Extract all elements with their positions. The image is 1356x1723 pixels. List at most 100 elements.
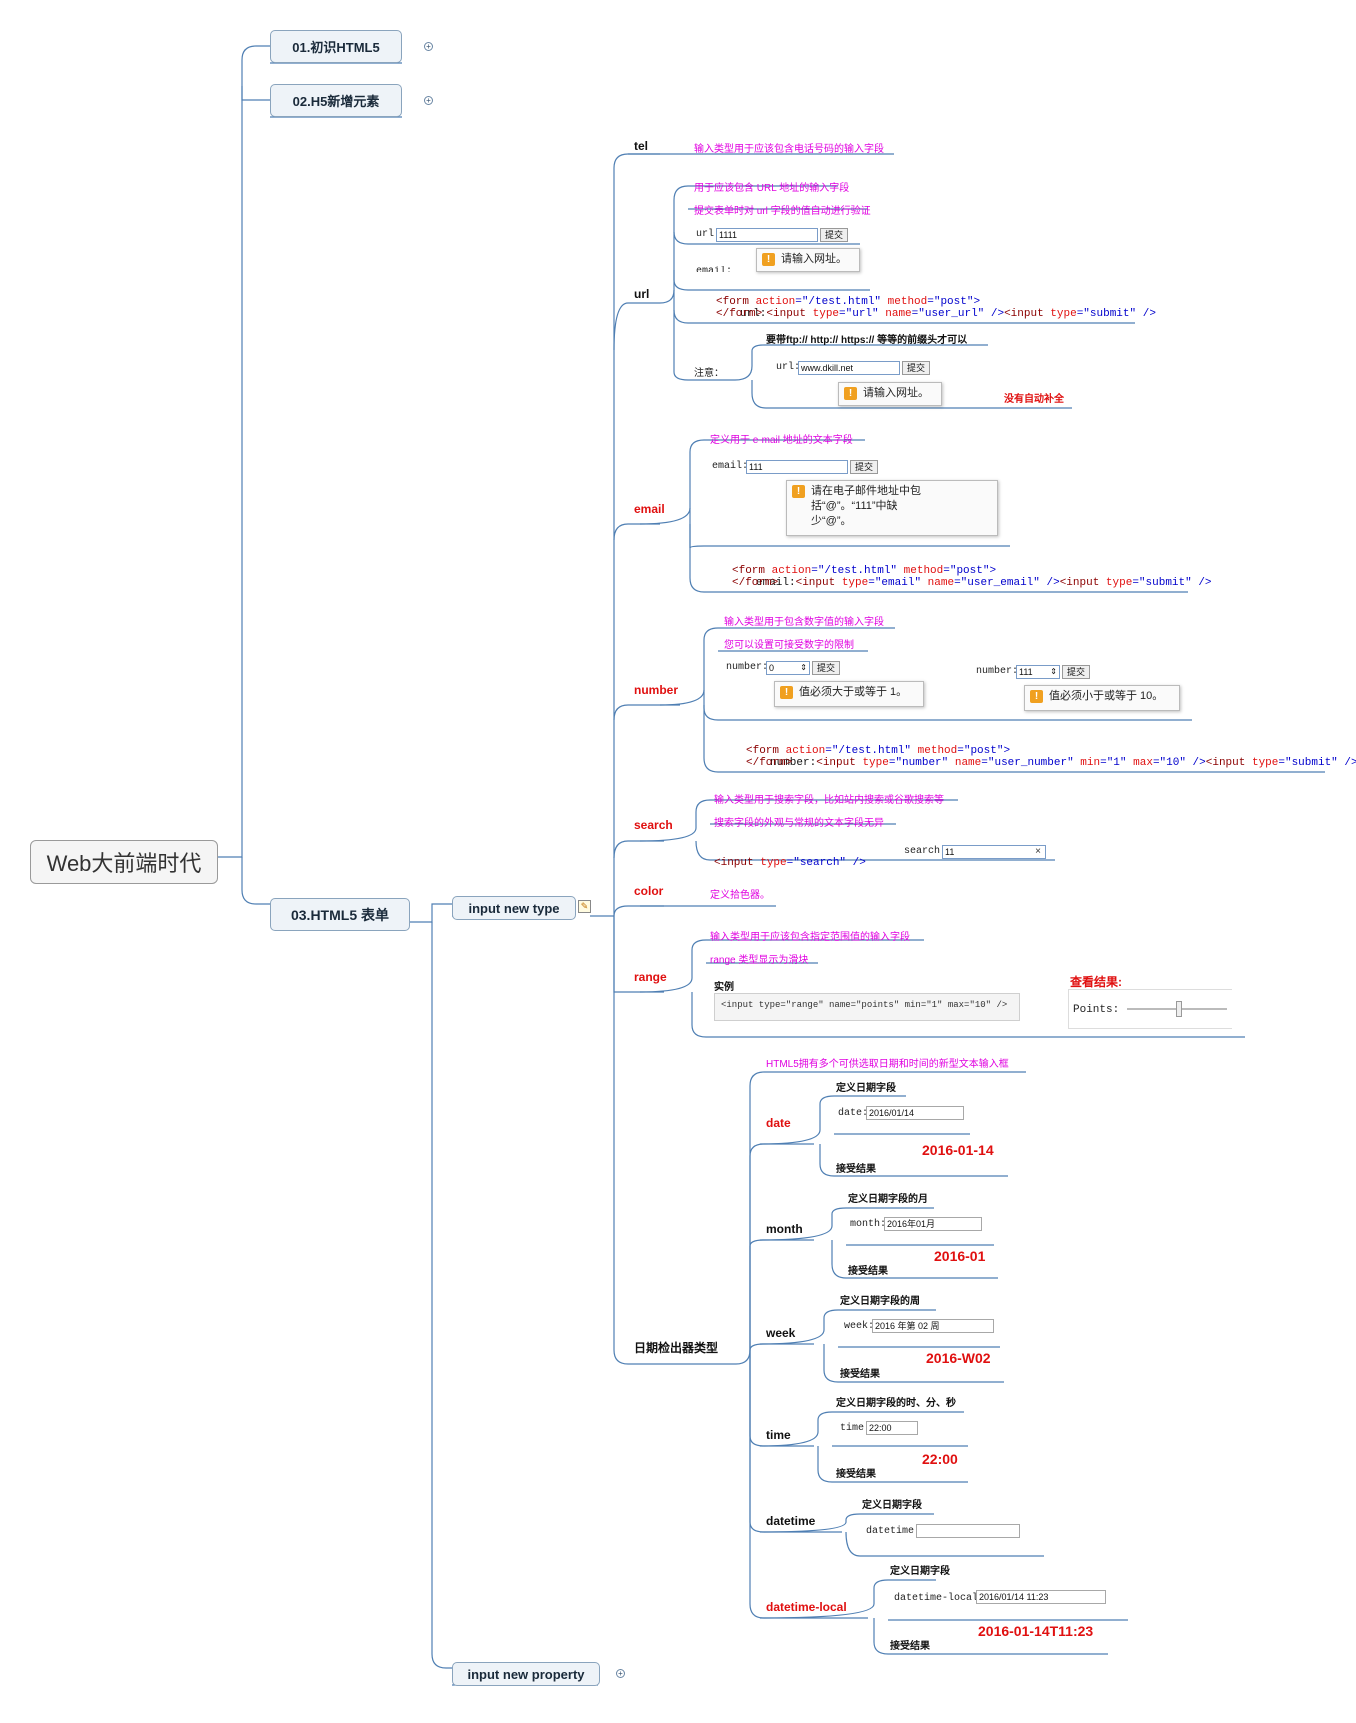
topic-input-new-type[interactable]: input new type — [452, 896, 576, 920]
topic-input-new-property[interactable]: input new property — [452, 1662, 600, 1686]
expand-icon[interactable]: + — [424, 42, 433, 51]
date-demo-label: date: — [838, 1108, 869, 1119]
code-token: method — [903, 565, 944, 577]
topic-h5-new-elements[interactable]: 02.H5新增元素 — [270, 84, 402, 117]
url-submit-button[interactable]: 提交 — [820, 228, 848, 242]
email-demo-input[interactable]: 111 — [746, 460, 848, 474]
code-token: ="submit" /> — [1278, 757, 1356, 769]
url-note-demo-input[interactable]: www.dkill.net — [798, 361, 900, 375]
warning-icon: ! — [844, 387, 857, 400]
dtype-label-week[interactable]: week — [766, 1326, 796, 1340]
number-demo1-input[interactable]: 0 ⇕ — [766, 661, 810, 675]
code-token: action — [771, 565, 812, 577]
number-code-line2: number:<input type="number" name="user_n… — [770, 745, 1356, 769]
email-tooltip: ! 请在电子邮件地址中包 括“@”。“111”中缺 少“@”。 — [786, 480, 998, 536]
url-description: 用于应该包含 URL 地址的输入字段 — [694, 183, 850, 194]
dtype-label-datetime[interactable]: datetime — [766, 1514, 816, 1528]
code-token: name — [927, 577, 955, 589]
dtype-label-datetime-local[interactable]: datetime-local — [766, 1600, 847, 1614]
date-title: 定义日期字段 — [836, 1083, 896, 1094]
code-token: <input — [1004, 308, 1051, 320]
type-label-email[interactable]: email — [634, 502, 665, 516]
url-tooltip: ! 请输入网址。 — [756, 248, 860, 272]
week-demo-input[interactable]: 2016 年第 02 周 — [872, 1319, 994, 1333]
email-demo-label: email: — [712, 461, 749, 472]
code-token: type — [812, 308, 840, 320]
range-slider-thumb[interactable] — [1176, 1001, 1182, 1017]
datetime-title: 定义日期字段 — [862, 1500, 922, 1511]
week-demo-label: week: — [844, 1321, 875, 1332]
time-demo-input[interactable]: 22:00 — [866, 1421, 918, 1435]
type-label-datepicker[interactable]: 日期检出器类型 — [634, 1341, 719, 1355]
time-accept-label: 接受结果 — [836, 1469, 876, 1480]
warning-icon: ! — [1030, 690, 1043, 703]
type-label-range[interactable]: range — [634, 970, 667, 984]
code-token: <input — [766, 308, 813, 320]
month-result: 2016-01 — [934, 1248, 986, 1264]
dtype-label-month[interactable]: month — [766, 1222, 803, 1236]
number-description: 输入类型用于包含数字值的输入字段 — [724, 617, 884, 628]
number-demo2-label: number: — [976, 666, 1019, 677]
datetime-demo-input[interactable] — [916, 1524, 1020, 1538]
number-demo2-submit-button[interactable]: 提交 — [1062, 665, 1090, 679]
time-title: 定义日期字段的时、分、秒 — [836, 1398, 956, 1409]
code-token: <input — [714, 857, 761, 869]
month-demo-label: month: — [850, 1219, 887, 1230]
topic-intro-html5[interactable]: 01.初识HTML5 — [270, 30, 402, 63]
dtype-label-date[interactable]: date — [766, 1116, 791, 1130]
type-label-search[interactable]: search — [634, 818, 673, 832]
url-note-label[interactable]: 注意： — [694, 368, 724, 379]
type-label-tel[interactable]: tel — [634, 139, 649, 153]
datepicker-description: HTML5拥有多个可供选取日期和时间的新型文本输入框 — [766, 1059, 1009, 1070]
root-node[interactable]: Web大前端时代 — [30, 840, 218, 884]
clear-icon[interactable]: × — [1035, 846, 1041, 857]
range-code-box: <input type="range" name="points" min="1… — [714, 993, 1020, 1021]
range-result-title: 查看结果: — [1070, 975, 1122, 989]
url-tooltip-text: 请输入网址。 — [781, 253, 847, 265]
code-token: ="submit" /> — [1076, 308, 1156, 320]
spinner-icon[interactable]: ⇕ — [800, 663, 807, 672]
code-token: <input — [816, 757, 863, 769]
url-note-tooltip: ! 请输入网址。 — [838, 382, 942, 406]
number-demo1-tooltip-text: 值必须大于或等于 1。 — [799, 686, 908, 698]
type-label-url[interactable]: url — [634, 287, 650, 301]
email-submit-button[interactable]: 提交 — [850, 460, 878, 474]
url-note-no-autocomplete: 没有自动补全 — [1004, 394, 1064, 405]
number-demo1-tooltip: ! 值必须大于或等于 1。 — [774, 681, 924, 707]
expand-icon[interactable]: + — [424, 96, 433, 105]
dtype-label-time[interactable]: time — [766, 1428, 791, 1442]
month-demo-input[interactable]: 2016年01月 — [884, 1217, 982, 1231]
range-result-label: Points: — [1073, 1004, 1120, 1016]
code-token: type — [862, 757, 889, 769]
code-token: <input — [795, 577, 842, 589]
url-note-submit-button[interactable]: 提交 — [902, 361, 930, 375]
code-token: email: — [756, 577, 796, 589]
code-token: type — [760, 857, 787, 869]
date-result: 2016-01-14 — [922, 1142, 994, 1158]
date-demo-input[interactable]: 2016/01/14 — [866, 1106, 964, 1120]
datetime-local-demo-label: datetime-local: — [894, 1593, 985, 1604]
code-token: ="user_email" /> — [954, 577, 1060, 589]
topic-html5-forms[interactable]: 03.HTML5 表单 — [270, 898, 410, 931]
number-demo1-submit-button[interactable]: 提交 — [812, 661, 840, 675]
code-token: type — [1105, 577, 1133, 589]
email-tooltip-line: 括“@”。“111”中缺 — [811, 500, 898, 512]
url-note-tooltip-text: 请输入网址。 — [863, 387, 929, 399]
search-description: 输入类型用于搜索字段，比如站内搜索或谷歌搜索等 — [714, 795, 944, 806]
note-icon[interactable]: ✎ — [578, 900, 591, 913]
code-token: url: — [740, 308, 767, 320]
expand-icon[interactable]: + — [616, 1669, 625, 1678]
datetime-local-accept-label: 接受结果 — [890, 1641, 930, 1652]
email-code-line2: email:<input type="email" name="user_ema… — [756, 565, 1212, 589]
spinner-icon[interactable]: ⇕ — [1050, 667, 1057, 676]
email-code-line3: </form> — [732, 577, 779, 589]
type-label-number[interactable]: number — [634, 683, 679, 697]
type-label-color[interactable]: color — [634, 884, 664, 898]
code-token: name — [954, 757, 982, 769]
warning-icon: ! — [792, 485, 805, 498]
number-demo2-input[interactable]: 111 ⇕ — [1016, 665, 1060, 679]
search-demo-input[interactable]: 11 × — [942, 845, 1046, 859]
url-demo-input[interactable]: 1111 — [716, 228, 818, 242]
search-demo-value: 11 — [945, 847, 955, 857]
datetime-local-demo-input[interactable]: 2016/01/14 11:23 — [976, 1590, 1106, 1604]
